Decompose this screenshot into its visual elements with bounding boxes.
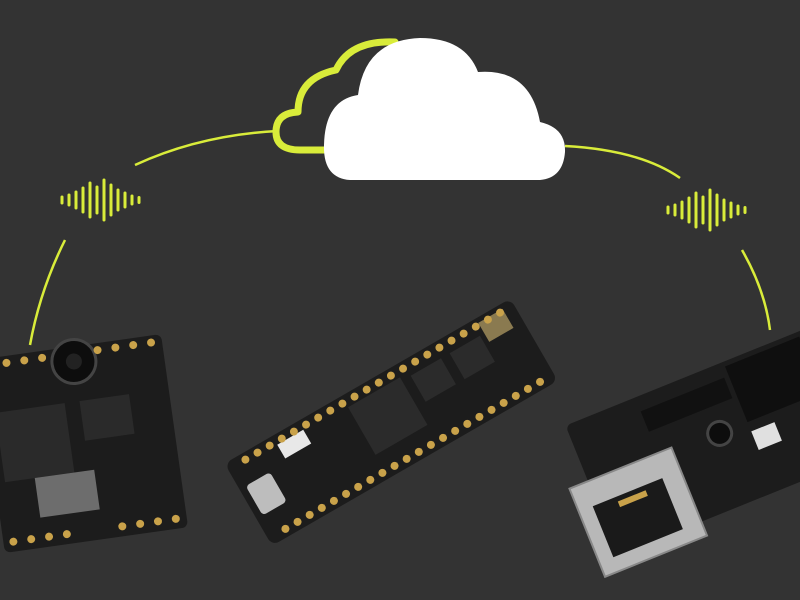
pin-pad xyxy=(523,384,532,393)
pin-pad xyxy=(45,532,54,541)
pin-pad xyxy=(305,510,314,519)
pin-pad xyxy=(277,434,286,443)
pin-pad xyxy=(511,391,520,400)
pin-pad xyxy=(20,356,29,365)
pin-pad xyxy=(475,412,484,421)
pin-pad xyxy=(281,524,290,533)
sound-wave-icon xyxy=(666,188,747,232)
pin-pad xyxy=(499,398,508,407)
microcontroller-board xyxy=(227,301,555,543)
pin-pad xyxy=(536,377,545,386)
sound-wave-icon xyxy=(60,178,141,222)
pin-pad xyxy=(496,308,505,317)
pin-pad xyxy=(390,461,399,470)
pin-pad xyxy=(426,440,435,449)
pin-pad xyxy=(378,468,387,477)
pin-pad xyxy=(459,329,468,338)
pin-pad xyxy=(293,517,302,526)
pin-pad xyxy=(111,343,120,352)
pin-pad xyxy=(62,530,71,539)
pin-pad xyxy=(447,336,456,345)
pin-pad xyxy=(241,455,250,464)
pin-pad xyxy=(354,482,363,491)
connection-line-left-bottom xyxy=(28,239,67,346)
pin-pad xyxy=(471,322,480,331)
pin-pad xyxy=(386,371,395,380)
pin-pad xyxy=(147,338,156,347)
pin-pad xyxy=(317,503,326,512)
pin-pad xyxy=(136,519,145,528)
cloud-icon xyxy=(323,38,566,180)
pin-pad xyxy=(411,357,420,366)
pin-pad xyxy=(265,441,274,450)
ethernet-board xyxy=(567,329,800,579)
pin-pad xyxy=(2,358,11,367)
pin-pad xyxy=(9,537,18,546)
pin-pad xyxy=(302,420,311,429)
pin-pad xyxy=(289,427,298,436)
pin-pad xyxy=(463,419,472,428)
pin-pad xyxy=(118,522,127,531)
pin-pad xyxy=(329,496,338,505)
pin-pad xyxy=(374,378,383,387)
pin-pad xyxy=(326,406,335,415)
pin-pad xyxy=(27,535,36,544)
pin-pad xyxy=(314,413,323,422)
pin-pad xyxy=(439,433,448,442)
pin-pad xyxy=(435,343,444,352)
pin-pad xyxy=(483,315,492,324)
connection-line-right-bottom xyxy=(740,249,772,331)
pin-pad xyxy=(366,475,375,484)
pin-pad xyxy=(414,447,423,456)
pin-pad xyxy=(338,399,347,408)
pin-pad xyxy=(362,385,371,394)
connection-line-right-top xyxy=(564,144,681,180)
pin-pad xyxy=(402,454,411,463)
pin-pad xyxy=(487,405,496,414)
pin-pad xyxy=(171,514,180,523)
cloud-outline-icon xyxy=(272,38,404,154)
pin-pad xyxy=(423,350,432,359)
pin-pad xyxy=(451,426,460,435)
pin-pad xyxy=(153,517,162,526)
pin-pad xyxy=(253,448,262,457)
pin-pad xyxy=(93,346,102,355)
pin-pad xyxy=(38,353,47,362)
camera-board xyxy=(0,334,188,553)
pin-pad xyxy=(342,489,351,498)
pin-pad xyxy=(399,364,408,373)
pin-pad xyxy=(129,341,138,350)
connection-lines xyxy=(28,129,772,346)
pin-pad xyxy=(350,392,359,401)
connection-line-left-top xyxy=(134,129,279,167)
